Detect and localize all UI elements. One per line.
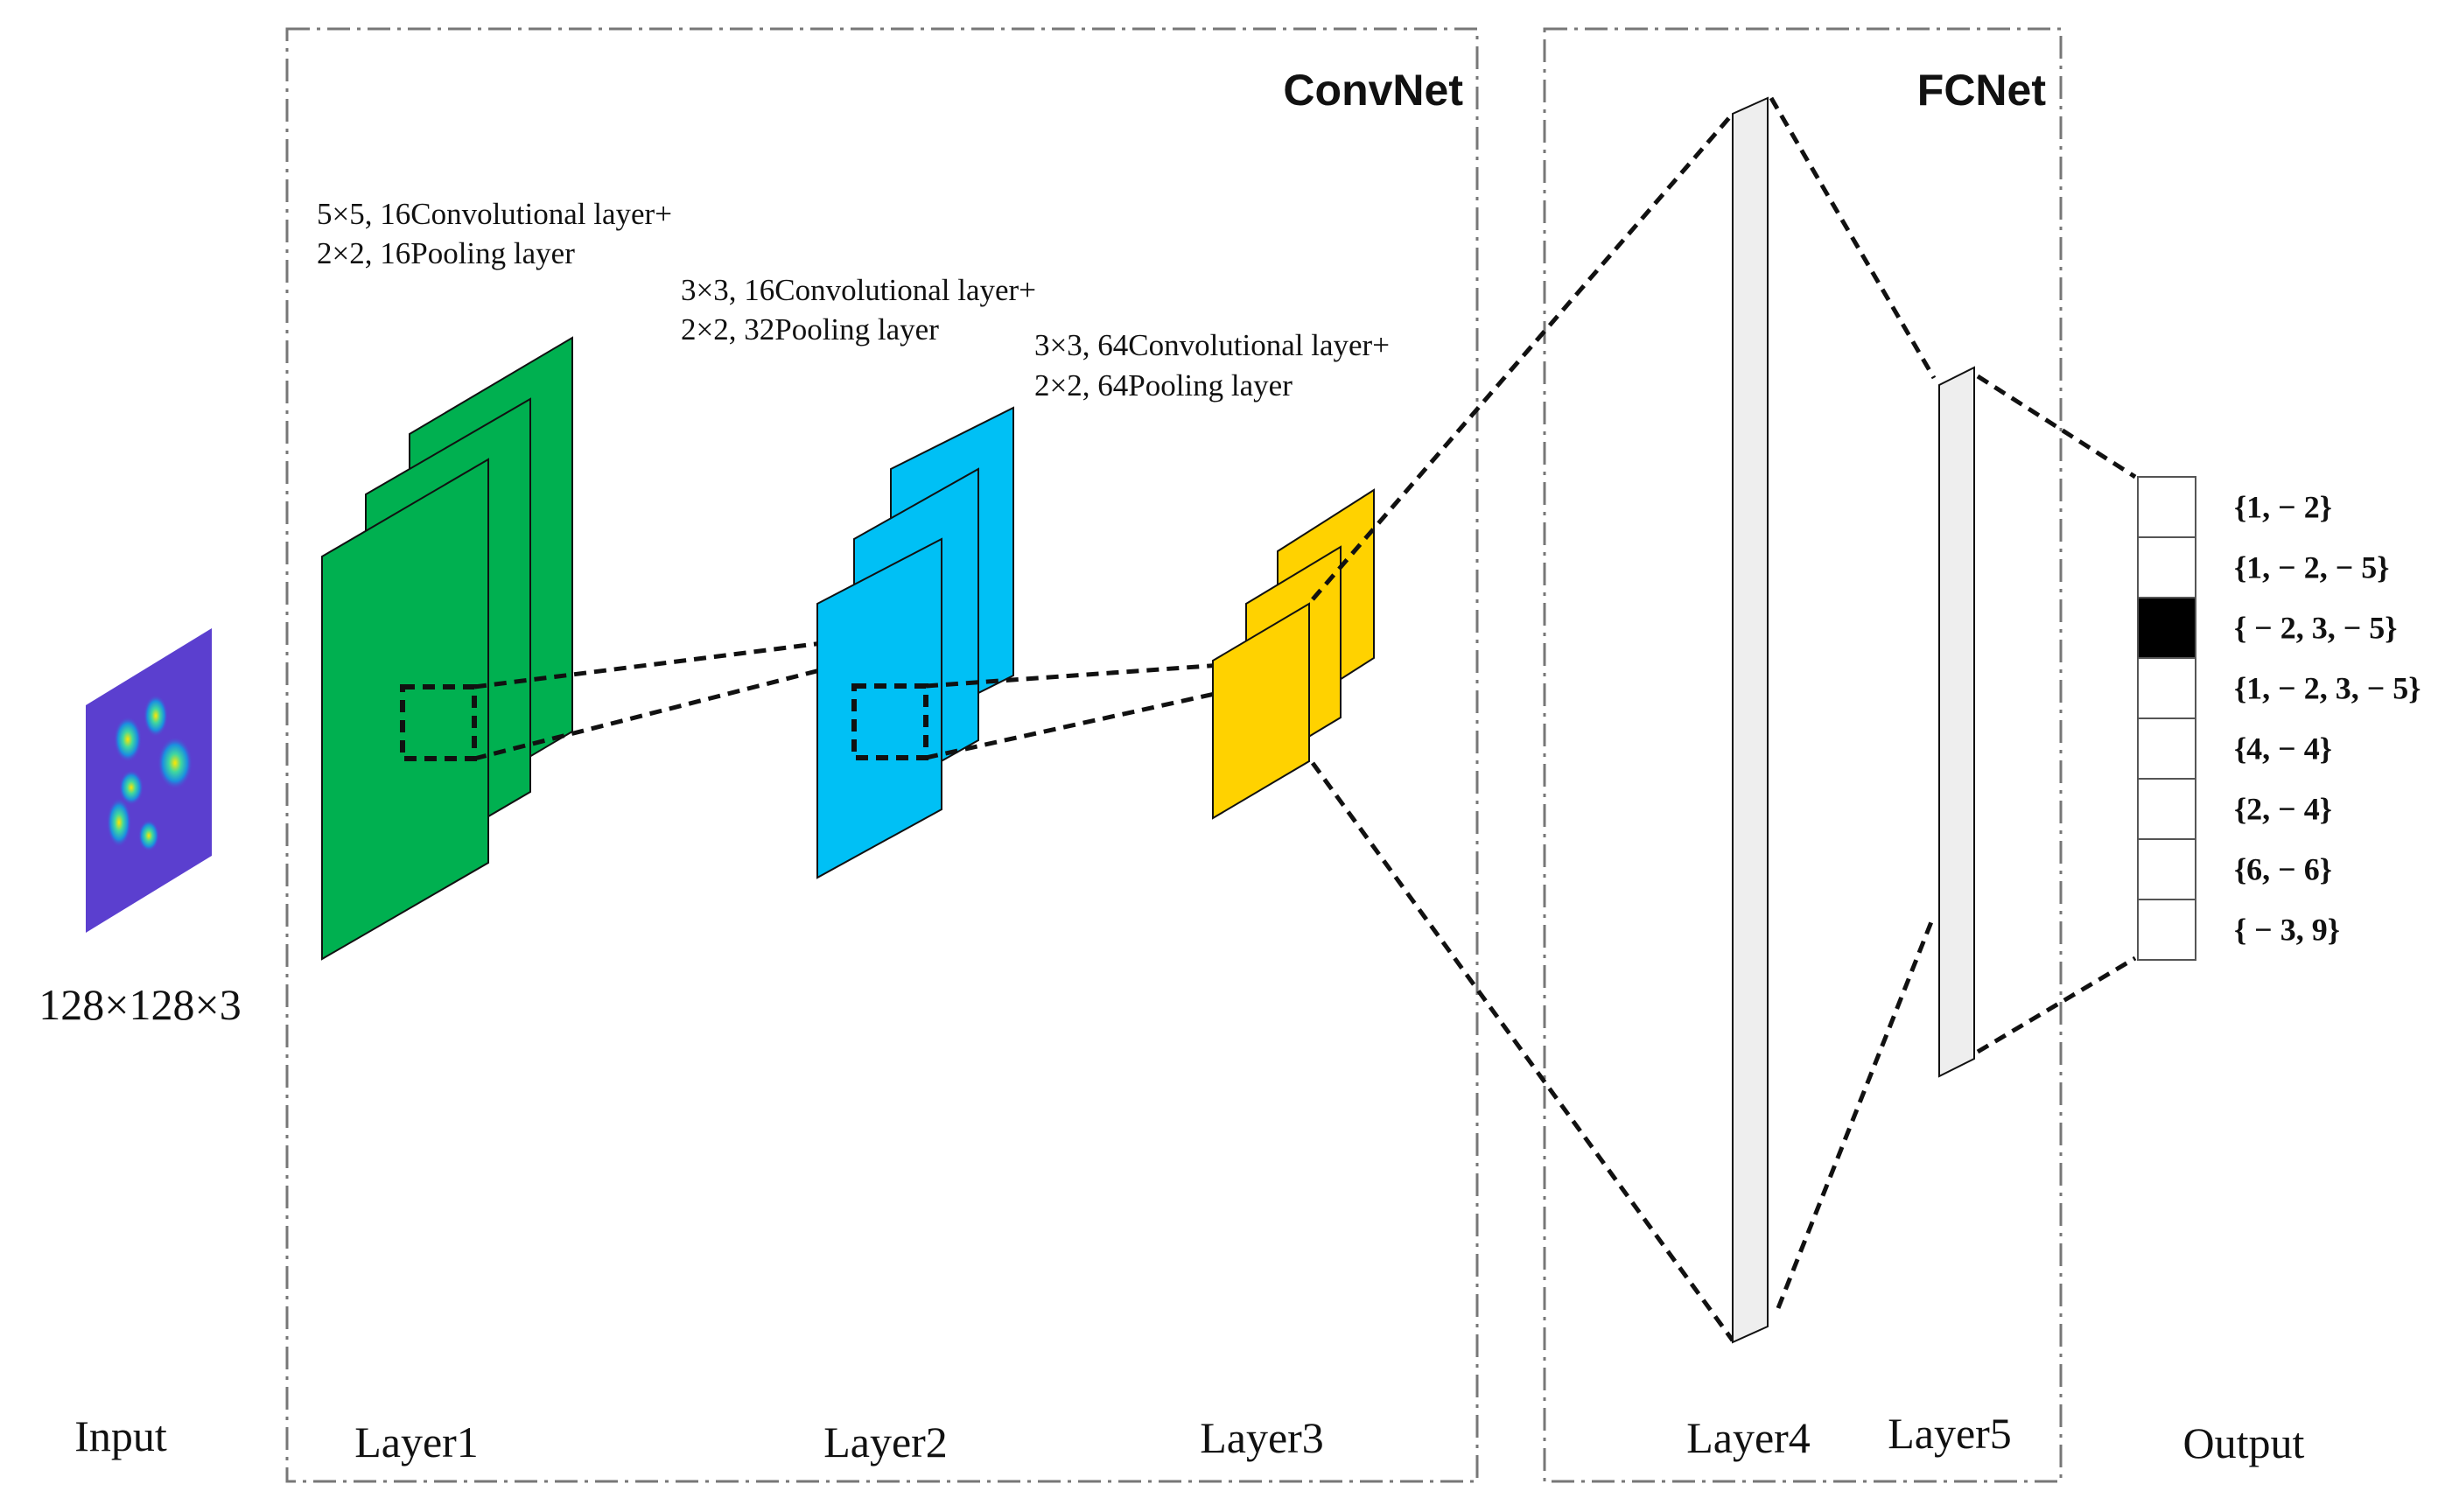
layer1-annotation-line1: 5×5, 16Convolutional layer+ <box>317 197 672 231</box>
connection-line <box>1769 96 1937 380</box>
input-image <box>86 628 212 933</box>
layer2-receptive-field <box>851 683 928 760</box>
output-cell <box>2137 718 2196 780</box>
layer2-label: Layer2 <box>823 1418 948 1466</box>
connection-line <box>925 661 1247 689</box>
output-cell <box>2137 536 2196 598</box>
output-vector <box>2137 476 2196 961</box>
fcnet-title: FCNet <box>1917 66 2047 115</box>
output-class-label: {6, − 6} <box>2234 852 2332 887</box>
fcnet-group-box <box>1543 27 2063 1483</box>
output-cell <box>2137 899 2196 961</box>
convnet-group-box <box>285 27 1479 1483</box>
output-cell <box>2137 657 2196 719</box>
connection-line <box>473 658 858 761</box>
layer2-feature-maps <box>816 406 1014 879</box>
output-cell <box>2137 597 2196 659</box>
layer4-label: Layer4 <box>1686 1413 1811 1462</box>
output-class-label: { − 3, 9} <box>2234 913 2340 948</box>
layer5-label: Layer5 <box>1888 1409 2012 1458</box>
output-class-label: {1, − 2} <box>2234 490 2332 525</box>
connection-line <box>1976 374 2137 480</box>
output-label: Output <box>2183 1418 2305 1467</box>
layer2-annotation-line2: 2×2, 32Pooling layer <box>681 312 939 346</box>
layer3-annotation-line2: 2×2, 64Pooling layer <box>1034 368 1293 402</box>
connection-line <box>925 684 1247 760</box>
output-cell <box>2137 778 2196 840</box>
connection-line <box>473 636 858 690</box>
layer1-receptive-field <box>400 684 477 761</box>
input-label: Input <box>74 1411 167 1460</box>
connection-line <box>1311 112 1734 601</box>
layer2-annotation-line1: 3×3, 16Convolutional layer+ <box>681 273 1036 307</box>
convnet-title: ConvNet <box>1283 66 1463 115</box>
output-cell <box>2137 476 2196 538</box>
input-size-label: 128×128×3 <box>39 980 241 1029</box>
output-class-labels: {1, − 2} {1, − 2, − 5} { − 2, 3, − 5} {1, −… <box>2234 490 2420 948</box>
layer4-dense-layer <box>1732 96 1769 1344</box>
output-cell <box>2137 838 2196 900</box>
layer1-feature-maps <box>321 336 573 961</box>
layer3-feature-maps <box>1212 488 1375 820</box>
output-class-label: { − 2, 3, − 5} <box>2234 611 2397 646</box>
connection-line <box>1776 914 1937 1309</box>
layer1-annotation-line2: 2×2, 16Pooling layer <box>317 236 575 270</box>
connection-line <box>1976 956 2137 1054</box>
layer1-label: Layer1 <box>354 1418 479 1466</box>
connection-line <box>1310 761 1735 1342</box>
layer3-annotation-line1: 3×3, 64Convolutional layer+ <box>1034 328 1390 362</box>
output-class-label: {2, − 4} <box>2234 792 2332 827</box>
output-class-label: {1, − 2, 3, − 5} <box>2234 671 2420 706</box>
layer3-label: Layer3 <box>1200 1413 1324 1462</box>
output-class-label: {1, − 2, − 5} <box>2234 550 2389 585</box>
output-class-label: {4, − 4} <box>2234 732 2332 766</box>
layer5-dense-layer <box>1938 366 1975 1078</box>
